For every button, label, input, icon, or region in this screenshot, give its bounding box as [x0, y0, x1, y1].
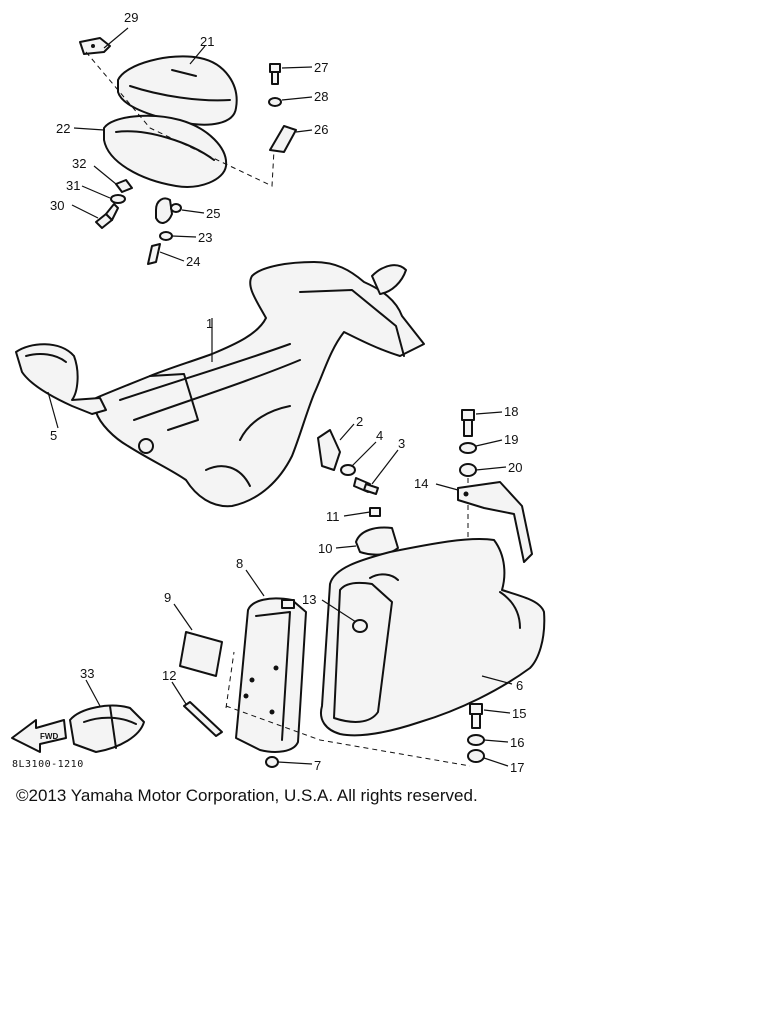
callout-19: 19 — [504, 432, 518, 447]
part-18-bolt — [461, 409, 503, 437]
svg-text:FWD: FWD — [40, 732, 58, 741]
part-7-fastener — [265, 756, 313, 768]
part-24-screw — [147, 243, 185, 265]
part-25-bracket — [155, 197, 205, 224]
callout-8: 8 — [236, 556, 243, 571]
part-16-washer — [467, 734, 509, 746]
part-30-bolt — [71, 203, 119, 229]
callout-5: 5 — [50, 428, 57, 443]
part-12-rod — [171, 681, 223, 737]
copyright-notice: ©2013 Yamaha Motor Corporation, U.S.A. A… — [16, 786, 478, 805]
part-8-side-panel — [235, 569, 307, 753]
part-4-washer — [340, 441, 377, 476]
callout-25: 25 — [206, 206, 220, 221]
callout-22: 22 — [56, 121, 70, 136]
callout-11: 11 — [326, 509, 340, 524]
part-22-airbox-base — [73, 114, 228, 188]
callout-32: 32 — [72, 156, 86, 171]
callout-10: 10 — [318, 541, 332, 556]
callout-1: 1 — [206, 316, 213, 331]
callout-9: 9 — [164, 590, 171, 605]
part-28-washer — [268, 96, 313, 107]
callout-21: 21 — [200, 34, 214, 49]
part-20-nut — [459, 463, 507, 477]
fwd-arrow-icon: FWD — [11, 719, 67, 753]
callout-23: 23 — [198, 230, 212, 245]
part-5-bracket — [15, 343, 107, 429]
callout-28: 28 — [314, 89, 328, 104]
callout-3: 3 — [398, 436, 405, 451]
callout-33: 33 — [80, 666, 94, 681]
callout-7: 7 — [314, 758, 321, 773]
callout-27: 27 — [314, 60, 328, 75]
part-9-plate — [173, 603, 223, 677]
part-32-nut — [93, 165, 133, 193]
callout-12: 12 — [162, 668, 176, 683]
callout-17: 17 — [510, 760, 524, 775]
callout-24: 24 — [186, 254, 200, 269]
part-6-tank-body — [320, 537, 546, 737]
part-33-tool-pouch — [69, 679, 145, 753]
part-26-bracket — [269, 125, 313, 153]
part-15-bolt — [469, 703, 511, 729]
callout-29: 29 — [124, 10, 138, 25]
part-11-screw — [343, 507, 381, 517]
callout-30: 30 — [50, 198, 64, 213]
callout-6: 6 — [516, 678, 523, 693]
part-10-clamp — [335, 526, 399, 556]
callout-4: 4 — [376, 428, 383, 443]
part-23-grommet — [159, 231, 197, 241]
part-17-nut — [467, 749, 509, 767]
part-3-bolt — [353, 449, 399, 495]
part-21-airbox-cover — [117, 45, 238, 126]
diagram-reference-code: 8L3100-1210 — [12, 759, 84, 770]
callout-labels: 29 21 27 28 22 26 32 31 30 25 23 24 1 18… — [50, 10, 526, 775]
part-19-washer — [459, 439, 503, 454]
callout-31: 31 — [66, 178, 80, 193]
part-13-grommet — [321, 599, 368, 633]
part-1-main-frame — [95, 261, 425, 508]
part-14-support-bracket — [435, 481, 533, 563]
part-31-washer — [81, 185, 126, 204]
callout-16: 16 — [510, 735, 524, 750]
part-27-bolt — [269, 63, 313, 85]
part-29-clip — [79, 27, 129, 55]
callout-15: 15 — [512, 706, 526, 721]
part-2-bracket — [317, 423, 355, 471]
callout-13: 13 — [302, 592, 316, 607]
callout-2: 2 — [356, 414, 363, 429]
callout-20: 20 — [508, 460, 522, 475]
callout-26: 26 — [314, 122, 328, 137]
callout-18: 18 — [504, 404, 518, 419]
callout-14: 14 — [414, 476, 428, 491]
